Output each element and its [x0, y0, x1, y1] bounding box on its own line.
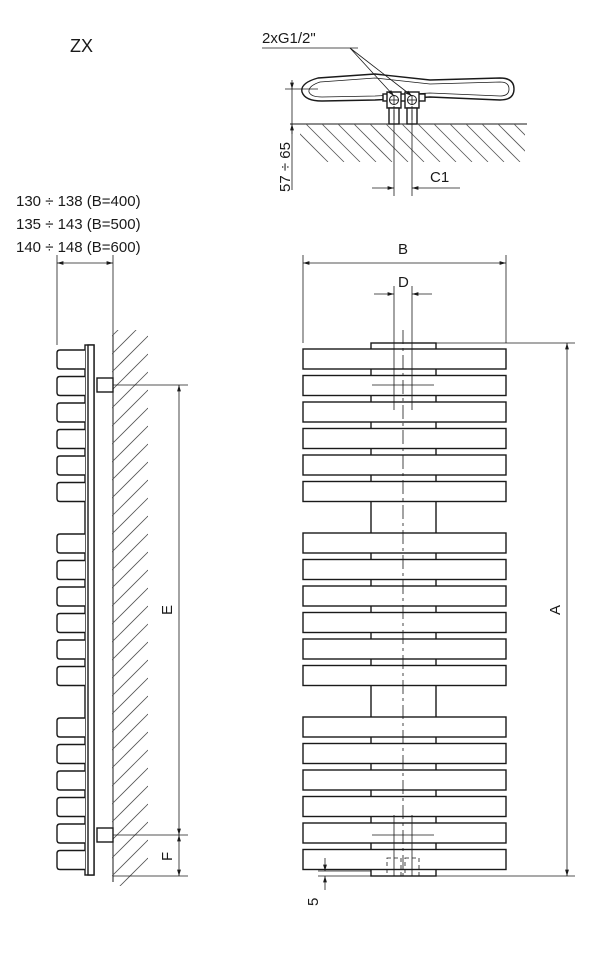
depth-option: 130 ÷ 138 (B=400) [16, 193, 141, 210]
radiator-bar-side [56, 770, 85, 791]
radiator-bar [302, 769, 507, 791]
radiator-bar [302, 348, 507, 370]
top-view: 2xG1/2" 57 ÷ 65 C1 [262, 30, 527, 196]
depth-options: 130 ÷ 138 (B=400) 135 ÷ 143 (B=500) 140 … [16, 193, 141, 345]
wall-hatching-top [300, 124, 525, 162]
model-name: ZX [70, 36, 93, 56]
width-label: B [398, 241, 408, 258]
radiator-bar [302, 374, 507, 397]
radiator-bar-side [56, 533, 85, 554]
height-label: A [547, 605, 564, 615]
radiator-bar [302, 401, 507, 423]
wall-distance-label: 57 ÷ 65 [277, 142, 294, 192]
radiator-bar-side [56, 559, 85, 581]
radiator-bar-side [56, 455, 85, 476]
radiator-bar-side [56, 586, 85, 607]
bottom-offset-label: F [159, 852, 176, 861]
radiator-bar-side [56, 375, 85, 397]
front-view: B D A 5 [302, 241, 575, 906]
radiator-bar [302, 558, 507, 581]
radiator-bar-side [56, 823, 85, 844]
wall-bracket [96, 377, 114, 393]
radiator-bar [302, 716, 507, 738]
bottom-gap-label: 5 [305, 898, 322, 906]
radiator-bar [302, 638, 507, 660]
radiator-bar [302, 585, 507, 607]
radiator-bar-side [56, 349, 85, 370]
axis-distance-label: E [159, 605, 176, 615]
radiator-bar-side [56, 717, 85, 738]
radiator-bar-side [56, 481, 85, 503]
radiator-bar-side [56, 849, 85, 871]
radiator-bar [302, 848, 507, 871]
radiator-bar [302, 480, 507, 503]
radiator-bar [302, 664, 507, 687]
pipe-spacing-label: D [398, 274, 409, 291]
radiator-bar-side [56, 402, 85, 423]
radiator-bar-side [56, 743, 85, 765]
radiator-bar [302, 611, 507, 634]
radiator-bar [302, 532, 507, 554]
depth-option: 140 ÷ 148 (B=600) [16, 239, 141, 256]
radiator-bar [302, 454, 507, 476]
radiator-bar-side [56, 639, 85, 660]
offset-label: C1 [430, 169, 449, 186]
radiator-bar-side [56, 612, 85, 634]
radiator-bar-side [56, 665, 85, 687]
connection-label: 2xG1/2" [262, 30, 316, 47]
side-view: E F [56, 330, 188, 886]
radiator-bar-side [56, 428, 85, 450]
radiator-bar [302, 795, 507, 818]
depth-option: 135 ÷ 143 (B=500) [16, 216, 141, 233]
radiator-bar-side [56, 796, 85, 818]
radiator-bar [302, 822, 507, 844]
radiator-bar [302, 427, 507, 450]
radiator-bar [302, 742, 507, 765]
wall-hatching-side [112, 330, 148, 886]
wall-bracket [96, 827, 114, 843]
